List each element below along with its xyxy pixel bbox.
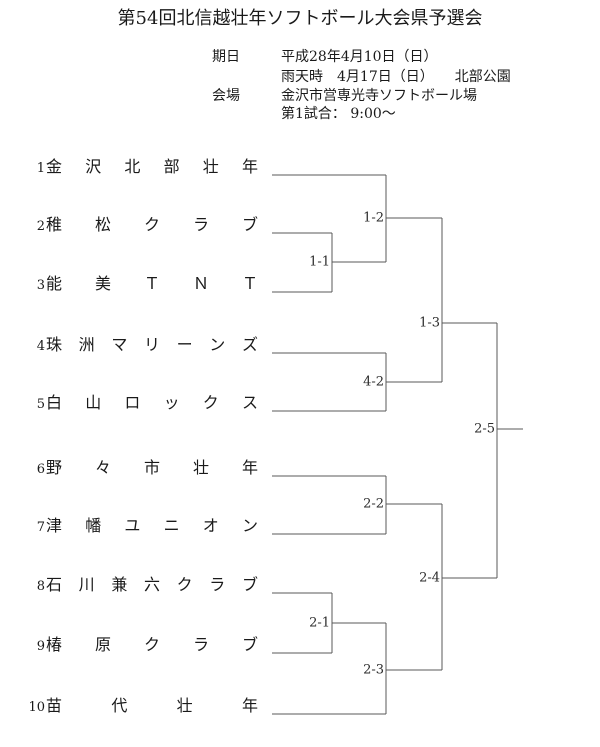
team-name: 苗代壮年 [46,696,258,715]
match-label-2-3: 2-3 [363,662,384,678]
match-1-1-connector [331,233,386,292]
team-name: 珠洲マリーンズ [46,335,258,354]
team-row-5: 5 白山ロックス [25,393,258,413]
match-2-1-connector [331,593,386,653]
match-label-1-2: 1-2 [363,210,384,226]
team-row-1: 1 金沢北部壮年 [25,157,258,177]
team-number: 4 [36,339,45,354]
team-row-8: 8 石川兼六クラブ [25,575,258,595]
team-number: 7 [36,520,45,535]
date-label: 期日 [212,49,240,65]
team-number: 8 [36,579,45,594]
venue-value: 金沢市営専光寺ソフトボール場 [281,88,477,104]
team-row-10: 10 苗代壮年 [25,696,258,716]
match-label-2-2: 2-2 [363,496,384,512]
first-game-value: 第1試合： 9:00～ [281,106,396,122]
team-row-7: 7 津幡ユニオン [25,516,258,536]
match-2-2-connector [385,476,442,534]
team-row-6: 6 野々市壮年 [25,458,258,478]
tournament-title: 第54回北信越壮年ソフトボール大会県予選会 [117,8,483,29]
team-number: 6 [36,462,45,477]
date-value: 平成28年4月10日（日） [281,49,438,65]
rain-date-value: 雨天時 4月17日（日） 北部公園 [281,69,511,85]
match-2-3-connector [385,623,442,714]
team-name: 椿原クラブ [46,635,258,654]
venue-label: 会場 [212,88,240,104]
match-label-2-5: 2-5 [474,421,495,437]
match-label-1-1: 1-1 [309,254,330,270]
match-2-4-connector [441,504,497,670]
team-number: 1 [36,161,45,176]
match-2-5-final-connector [496,323,523,578]
team-number: 10 [28,700,45,715]
match-label-4-2: 4-2 [363,374,384,390]
team-number: 2 [36,219,45,234]
match-label-2-1: 2-1 [309,615,330,631]
team-name: 白山ロックス [46,393,258,412]
match-label-2-4: 2-4 [419,570,440,586]
match-1-2-connector [385,175,442,262]
team-name: 金沢北部壮年 [46,157,258,176]
team-row-2: 2 稚松クラブ [25,215,258,235]
team-row-4: 4 珠洲マリーンズ [25,335,258,355]
team-number: 5 [36,397,45,412]
match-1-3-connector [441,218,497,382]
team-number: 9 [36,639,45,654]
team-name: 石川兼六クラブ [46,575,258,594]
team-row-9: 9 椿原クラブ [25,635,258,655]
team-name: 稚松クラブ [46,215,258,234]
team-number: 3 [36,278,45,293]
match-4-2-connector [385,353,442,411]
team-name: 野々市壮年 [46,458,258,477]
match-label-1-3: 1-3 [419,315,440,331]
team-name: 津幡ユニオン [46,516,258,535]
